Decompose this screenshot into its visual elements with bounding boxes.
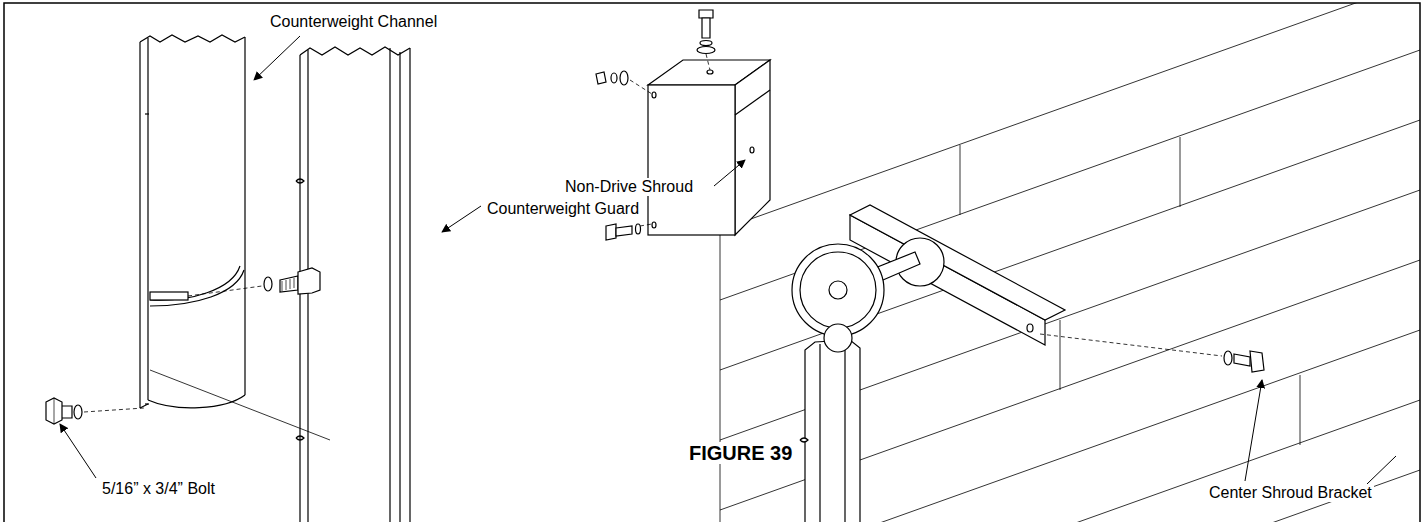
shroud-hardware-part	[606, 224, 616, 240]
counterweight-guard-part	[399, 52, 400, 522]
figure-caption: FIGURE 39	[687, 442, 794, 464]
wall-panels	[720, 3, 1420, 522]
shroud-hardware-part	[1224, 351, 1232, 365]
counterweight-channel-part	[150, 270, 244, 306]
non-drive-shroud-part	[707, 70, 713, 74]
counterweight-guard-part	[296, 436, 304, 440]
counterweight-channel-part	[145, 113, 149, 114]
leader-lines-part	[442, 206, 481, 232]
shroud-hardware-part	[1234, 354, 1250, 366]
wall-panels-part	[1300, 375, 1301, 445]
counterweight-channel-part	[150, 292, 188, 300]
part-label: 5/16” x 3/4” Bolt	[100, 480, 217, 498]
bolt-hardware-part	[298, 268, 320, 294]
non-drive-shroud-part	[652, 92, 656, 98]
shroud-hardware-part	[611, 73, 617, 83]
bolt-hardware-part	[46, 398, 62, 424]
shroud-hardware-part	[636, 224, 641, 234]
shroud-hardware-part	[706, 54, 710, 70]
shroud-hardware-part	[620, 71, 628, 85]
center-shroud-bracket	[850, 205, 1222, 356]
part-label: Non-Drive Shroud	[563, 178, 695, 196]
counterweight-channel	[140, 35, 330, 440]
counterweight-channel-lower-part	[844, 342, 845, 522]
shroud-hardware-part	[640, 224, 652, 226]
non-drive-shroud-part	[735, 60, 770, 235]
wall-panels-part	[720, 230, 721, 522]
leader-lines-part	[714, 160, 745, 186]
center-shroud-bracket-part	[1027, 324, 1033, 332]
bolt-hardware-part	[282, 278, 294, 291]
part-label: Center Shroud Bracket	[1207, 484, 1374, 502]
shroud-hardware-part	[699, 10, 713, 18]
shroud-hardware-part	[1250, 351, 1264, 372]
shroud-hardware	[596, 10, 1264, 372]
leader-lines-part	[1367, 456, 1396, 484]
leader-line	[1245, 380, 1262, 481]
part-label: Counterweight Channel	[268, 13, 439, 31]
non-drive-shroud-part	[750, 147, 754, 153]
counterweight-channel-part	[139, 42, 140, 408]
counterweight-channel-lower-part	[805, 340, 860, 522]
sheave-part	[792, 244, 884, 336]
counterweight-guard-part	[300, 47, 410, 55]
counterweight-channel-part	[244, 37, 245, 395]
non-drive-shroud	[648, 60, 770, 235]
leader-lines-part	[1372, 462, 1410, 487]
sheave-part	[829, 281, 847, 299]
wall-panels-part	[720, 3, 1420, 230]
counterweight-channel-part	[147, 38, 148, 400]
bolt-hardware-part	[84, 408, 144, 412]
leader-lines-part	[254, 36, 300, 80]
sheave	[792, 238, 944, 352]
counterweight-guard-part	[296, 179, 304, 183]
bolt-hardware-part	[54, 398, 55, 424]
shroud-hardware-part	[630, 80, 652, 94]
counterweight-channel-part	[150, 370, 330, 440]
non-drive-shroud-part	[652, 222, 656, 228]
shroud-hardware-part	[702, 18, 710, 38]
counterweight-guard	[296, 47, 410, 522]
shroud-hardware-part	[596, 72, 606, 84]
figure-border	[4, 3, 1420, 522]
bolt-hardware-part	[280, 276, 298, 292]
wall-panels-part	[720, 120, 1420, 370]
shroud-hardware-part	[697, 47, 715, 54]
sheave-part	[800, 252, 876, 328]
bolt-hardware	[46, 268, 320, 424]
bolt-hardware-part	[188, 286, 262, 296]
part-label: Counterweight Guard	[485, 200, 641, 218]
counterweight-channel-lower	[800, 340, 860, 522]
counterweight-guard-part	[409, 48, 410, 522]
wall-panels-part	[960, 145, 961, 215]
bolt-hardware-part	[264, 277, 272, 291]
non-drive-shroud-part	[735, 90, 770, 115]
leader-lines	[60, 36, 1410, 487]
bolt-hardware-part	[74, 405, 82, 419]
sheave-part	[824, 324, 852, 352]
counterweight-channel-part	[140, 35, 245, 42]
counterweight-channel-part	[145, 403, 149, 404]
wall-panels-part	[1180, 137, 1181, 207]
shroud-hardware-part	[700, 41, 712, 46]
shroud-hardware-part	[616, 226, 632, 236]
center-shroud-bracket-part	[1040, 334, 1222, 356]
counterweight-channel-lower-part	[800, 438, 808, 442]
non-drive-shroud-part	[648, 85, 735, 235]
counterweight-channel-lower-part	[819, 344, 820, 522]
counterweight-guard-part	[389, 48, 390, 522]
wall-panels-part	[1060, 320, 1061, 390]
counterweight-channel-part	[140, 404, 148, 408]
wall-panels-part	[720, 330, 1420, 522]
leader-lines-part	[60, 424, 96, 478]
